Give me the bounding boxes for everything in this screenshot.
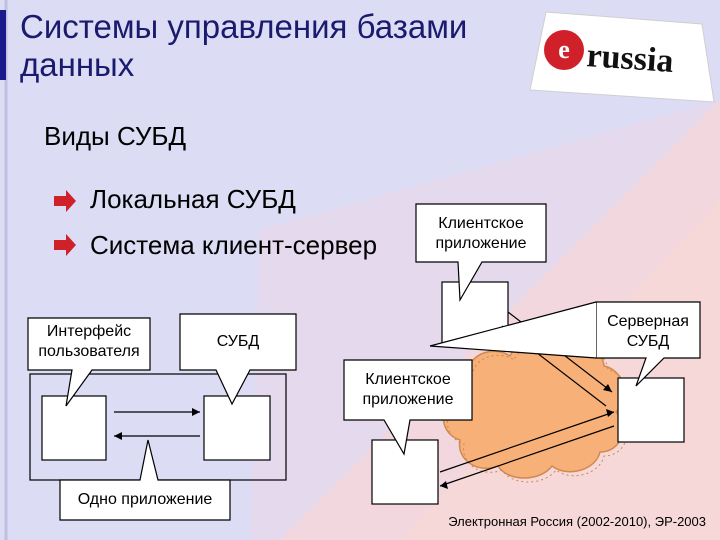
callout-dbms — [179, 313, 297, 406]
callout-client-top — [415, 203, 547, 303]
bullet-arrow-icon — [54, 234, 76, 256]
callout-label-client-mid: Клиентское приложение — [362, 371, 454, 408]
server-box — [617, 377, 685, 443]
callout-interface — [27, 317, 151, 407]
svg-text:russia: russia — [585, 37, 674, 80]
callout-label-interface: Интерфейс пользователя — [38, 323, 140, 360]
callout-client-mid — [343, 359, 473, 456]
user-interface-box — [41, 395, 107, 461]
callout-one-app — [59, 439, 231, 521]
e-russia-logo: e russia — [529, 11, 715, 103]
slide-title: Системы управления базами данных — [20, 8, 468, 83]
svg-text:e: e — [558, 35, 570, 64]
slide-footer: Электронная Россия (2002-2010), ЭР-2003 — [448, 514, 706, 529]
callout-label-server: Серверная СУБД — [607, 313, 689, 350]
bullet-arrow-icon — [54, 190, 76, 212]
callout-label-client-top: Клиентское приложение — [435, 215, 527, 252]
dbms-box — [203, 395, 271, 461]
callout-label-dbms: СУБД — [216, 333, 260, 350]
bullet-item-local-dbms: Локальная СУБД — [90, 184, 296, 214]
callout-label-one-app: Одно приложение — [77, 491, 213, 508]
callout-server — [429, 301, 701, 387]
bullet-item-client-server: Система клиент-сервер — [90, 230, 378, 260]
slide-subtitle: Виды СУБД — [44, 121, 187, 151]
